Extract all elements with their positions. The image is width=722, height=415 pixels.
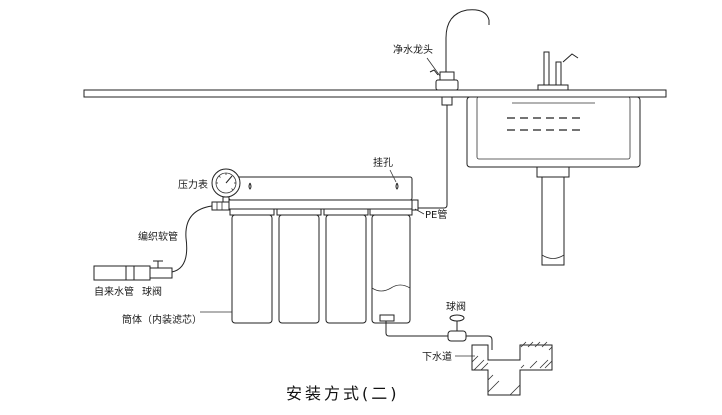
label-braided-hose: 编织软管 <box>138 230 178 243</box>
label-housing: 筒体（内装滤芯） <box>122 313 202 326</box>
braided-hose <box>171 205 213 273</box>
filter-manifold <box>228 176 419 216</box>
sink <box>466 51 641 266</box>
label-pe-pipe: PE管 <box>425 208 447 221</box>
label-pressure-gauge: 压力表 <box>178 178 208 191</box>
sewer-drain <box>471 341 553 396</box>
hanging-hole-right <box>395 182 399 190</box>
label-ball-valve-left: 球阀 <box>142 285 162 298</box>
pe-pipe <box>412 105 448 209</box>
tap-water-pipe <box>93 260 173 281</box>
pressure-gauge <box>211 168 241 206</box>
diagram-caption: 安装方式(二) <box>286 384 400 403</box>
label-hanging-hole: 挂孔 <box>373 156 393 169</box>
label-tap-pipe: 自来水管 <box>94 285 134 298</box>
inlet-fitting <box>211 201 230 211</box>
leader-lines <box>200 57 475 357</box>
hanging-hole-left <box>248 182 252 190</box>
label-drain: 下水道 <box>422 350 452 363</box>
drain-line <box>379 314 493 350</box>
countertop <box>83 89 667 98</box>
filter-housings <box>231 214 411 324</box>
label-faucet: 净水龙头 <box>393 43 433 56</box>
purified-faucet <box>429 9 490 106</box>
label-ball-valve-right: 球阀 <box>446 300 466 313</box>
